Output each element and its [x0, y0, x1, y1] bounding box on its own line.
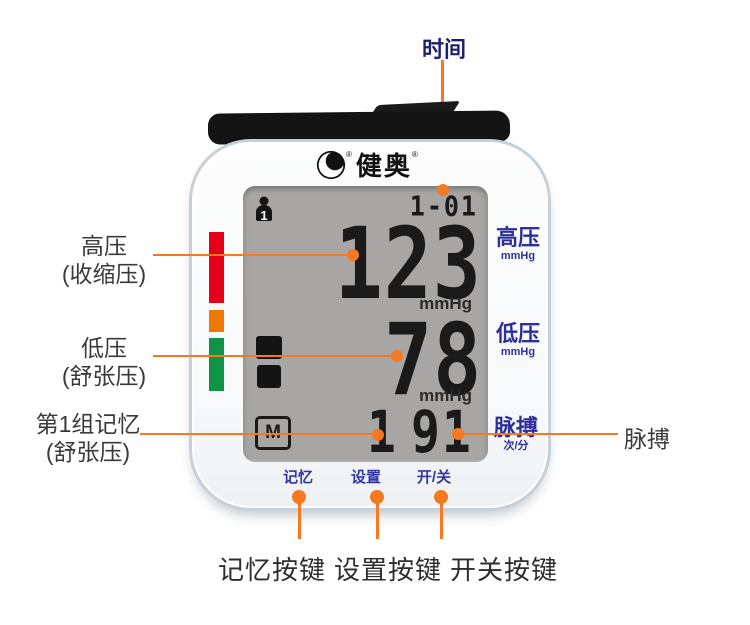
- power-key-dot: [434, 490, 448, 504]
- callout-time-dot: [437, 184, 449, 196]
- callout-pulse-dot: [452, 428, 464, 440]
- brand-logo: ® 健奥 ®: [316, 150, 418, 182]
- device-label-diastolic: 低压 mmHg: [490, 322, 546, 359]
- device-label-pulse-name: 脉搏: [493, 415, 538, 440]
- callout-memory-line: [140, 433, 376, 435]
- callout-power-key: 开关按键: [450, 555, 559, 585]
- callout-diastolic-dot: [391, 350, 403, 362]
- power-key-line: [440, 497, 443, 539]
- callout-systolic-line: [153, 254, 353, 256]
- callout-systolic-sub: (收缩压): [61, 261, 147, 287]
- lcd-unit-mmhg: mmHg: [419, 386, 472, 405]
- device-label-pulse: 脉搏 次/分: [488, 416, 544, 453]
- callout-time-label: 时间: [421, 37, 466, 62]
- memory-key-dot: [292, 490, 306, 504]
- set-button: 设置: [350, 469, 381, 486]
- brand-logo-icon: [316, 150, 346, 180]
- callout-diastolic: 低压 (舒张压): [36, 334, 172, 390]
- callout-systolic-dot: [347, 249, 359, 261]
- user-icon: 1: [256, 196, 272, 223]
- set-key-line: [376, 497, 379, 539]
- callout-systolic-title: 高压: [81, 233, 127, 259]
- callout-pulse-label: 脉搏: [624, 426, 670, 452]
- lcd-systolic-value: 123: [335, 205, 482, 322]
- callout-memory-title: 第1组记忆: [35, 411, 141, 437]
- callout-memory-dot: [372, 429, 384, 441]
- registered-mark: ®: [411, 150, 418, 159]
- device-label-pulse-unit: 次/分: [503, 440, 529, 452]
- memory-button: 记忆: [282, 469, 313, 486]
- device-label-systolic-unit: mmHg: [500, 250, 536, 262]
- risk-bar-orange: [209, 310, 224, 332]
- callout-pulse-line: [458, 433, 618, 435]
- callout-set-key: 设置按键: [334, 555, 443, 585]
- lcd-unit-mmhg: mmHg: [419, 294, 472, 313]
- callout-memory: 第1组记忆 (舒张压): [18, 410, 158, 466]
- device-label-systolic: 高压 mmHg: [490, 226, 546, 263]
- callout-memory-key: 记忆按键: [218, 555, 327, 585]
- set-key-dot: [370, 490, 384, 504]
- callout-systolic: 高压 (收缩压): [36, 232, 172, 288]
- brand-name: 健奥: [355, 151, 412, 181]
- risk-bar-green: [209, 338, 224, 391]
- user-number: 1: [260, 208, 267, 223]
- power-button: 开/关: [416, 469, 452, 486]
- callout-memory-sub: (舒张压): [45, 439, 131, 465]
- lcd-screen: 1 1-01 123 mmHg 78 mmHg M 1 91: [243, 186, 488, 462]
- device-label-diastolic-unit: mmHg: [500, 346, 536, 358]
- callout-diastolic-title: 低压: [81, 335, 127, 361]
- device-label-systolic-name: 高压: [495, 225, 540, 250]
- memory-key-line: [298, 497, 301, 539]
- registered-mark: ®: [346, 150, 352, 159]
- callout-diastolic-line: [153, 355, 395, 357]
- callout-diastolic-sub: (舒张压): [61, 363, 147, 389]
- risk-bar-red: [209, 232, 224, 303]
- lcd-indicator-square: [256, 336, 282, 359]
- lcd-indicator-square: [257, 365, 281, 388]
- device-label-diastolic-name: 低压: [495, 321, 540, 346]
